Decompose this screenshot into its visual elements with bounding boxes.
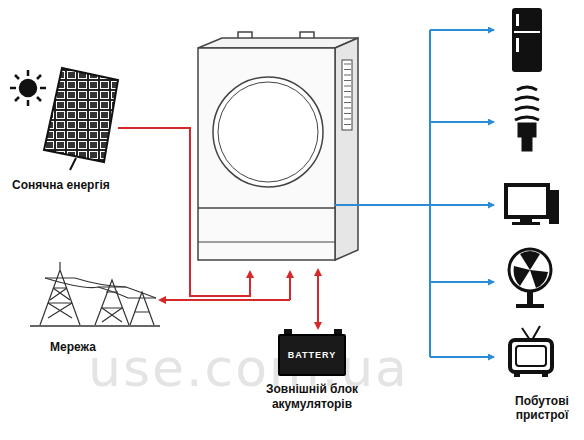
power-grid-towers [30,262,160,326]
power-wires [118,128,318,328]
solar-label: Сонячна енергія [12,178,110,192]
solar-panel [44,68,118,170]
bulb-icon [515,87,539,150]
fan-icon [509,249,551,308]
appliances-label: Побутові пристрої [506,394,578,423]
sun-icon [10,70,46,106]
fridge-icon [512,8,542,72]
grid-label: Мережа [50,340,96,354]
battery-label: BATTERY [288,350,337,360]
tv-icon [510,326,552,377]
computer-icon [506,185,559,225]
load-bus [335,30,494,357]
battery-box: BATTERYЗовнішній блок акумуляторів [278,334,346,376]
battery-caption: Зовнішній блок акумуляторів [237,382,387,412]
watermark: use.com.ua [88,338,409,398]
inverter-unit [198,32,358,260]
